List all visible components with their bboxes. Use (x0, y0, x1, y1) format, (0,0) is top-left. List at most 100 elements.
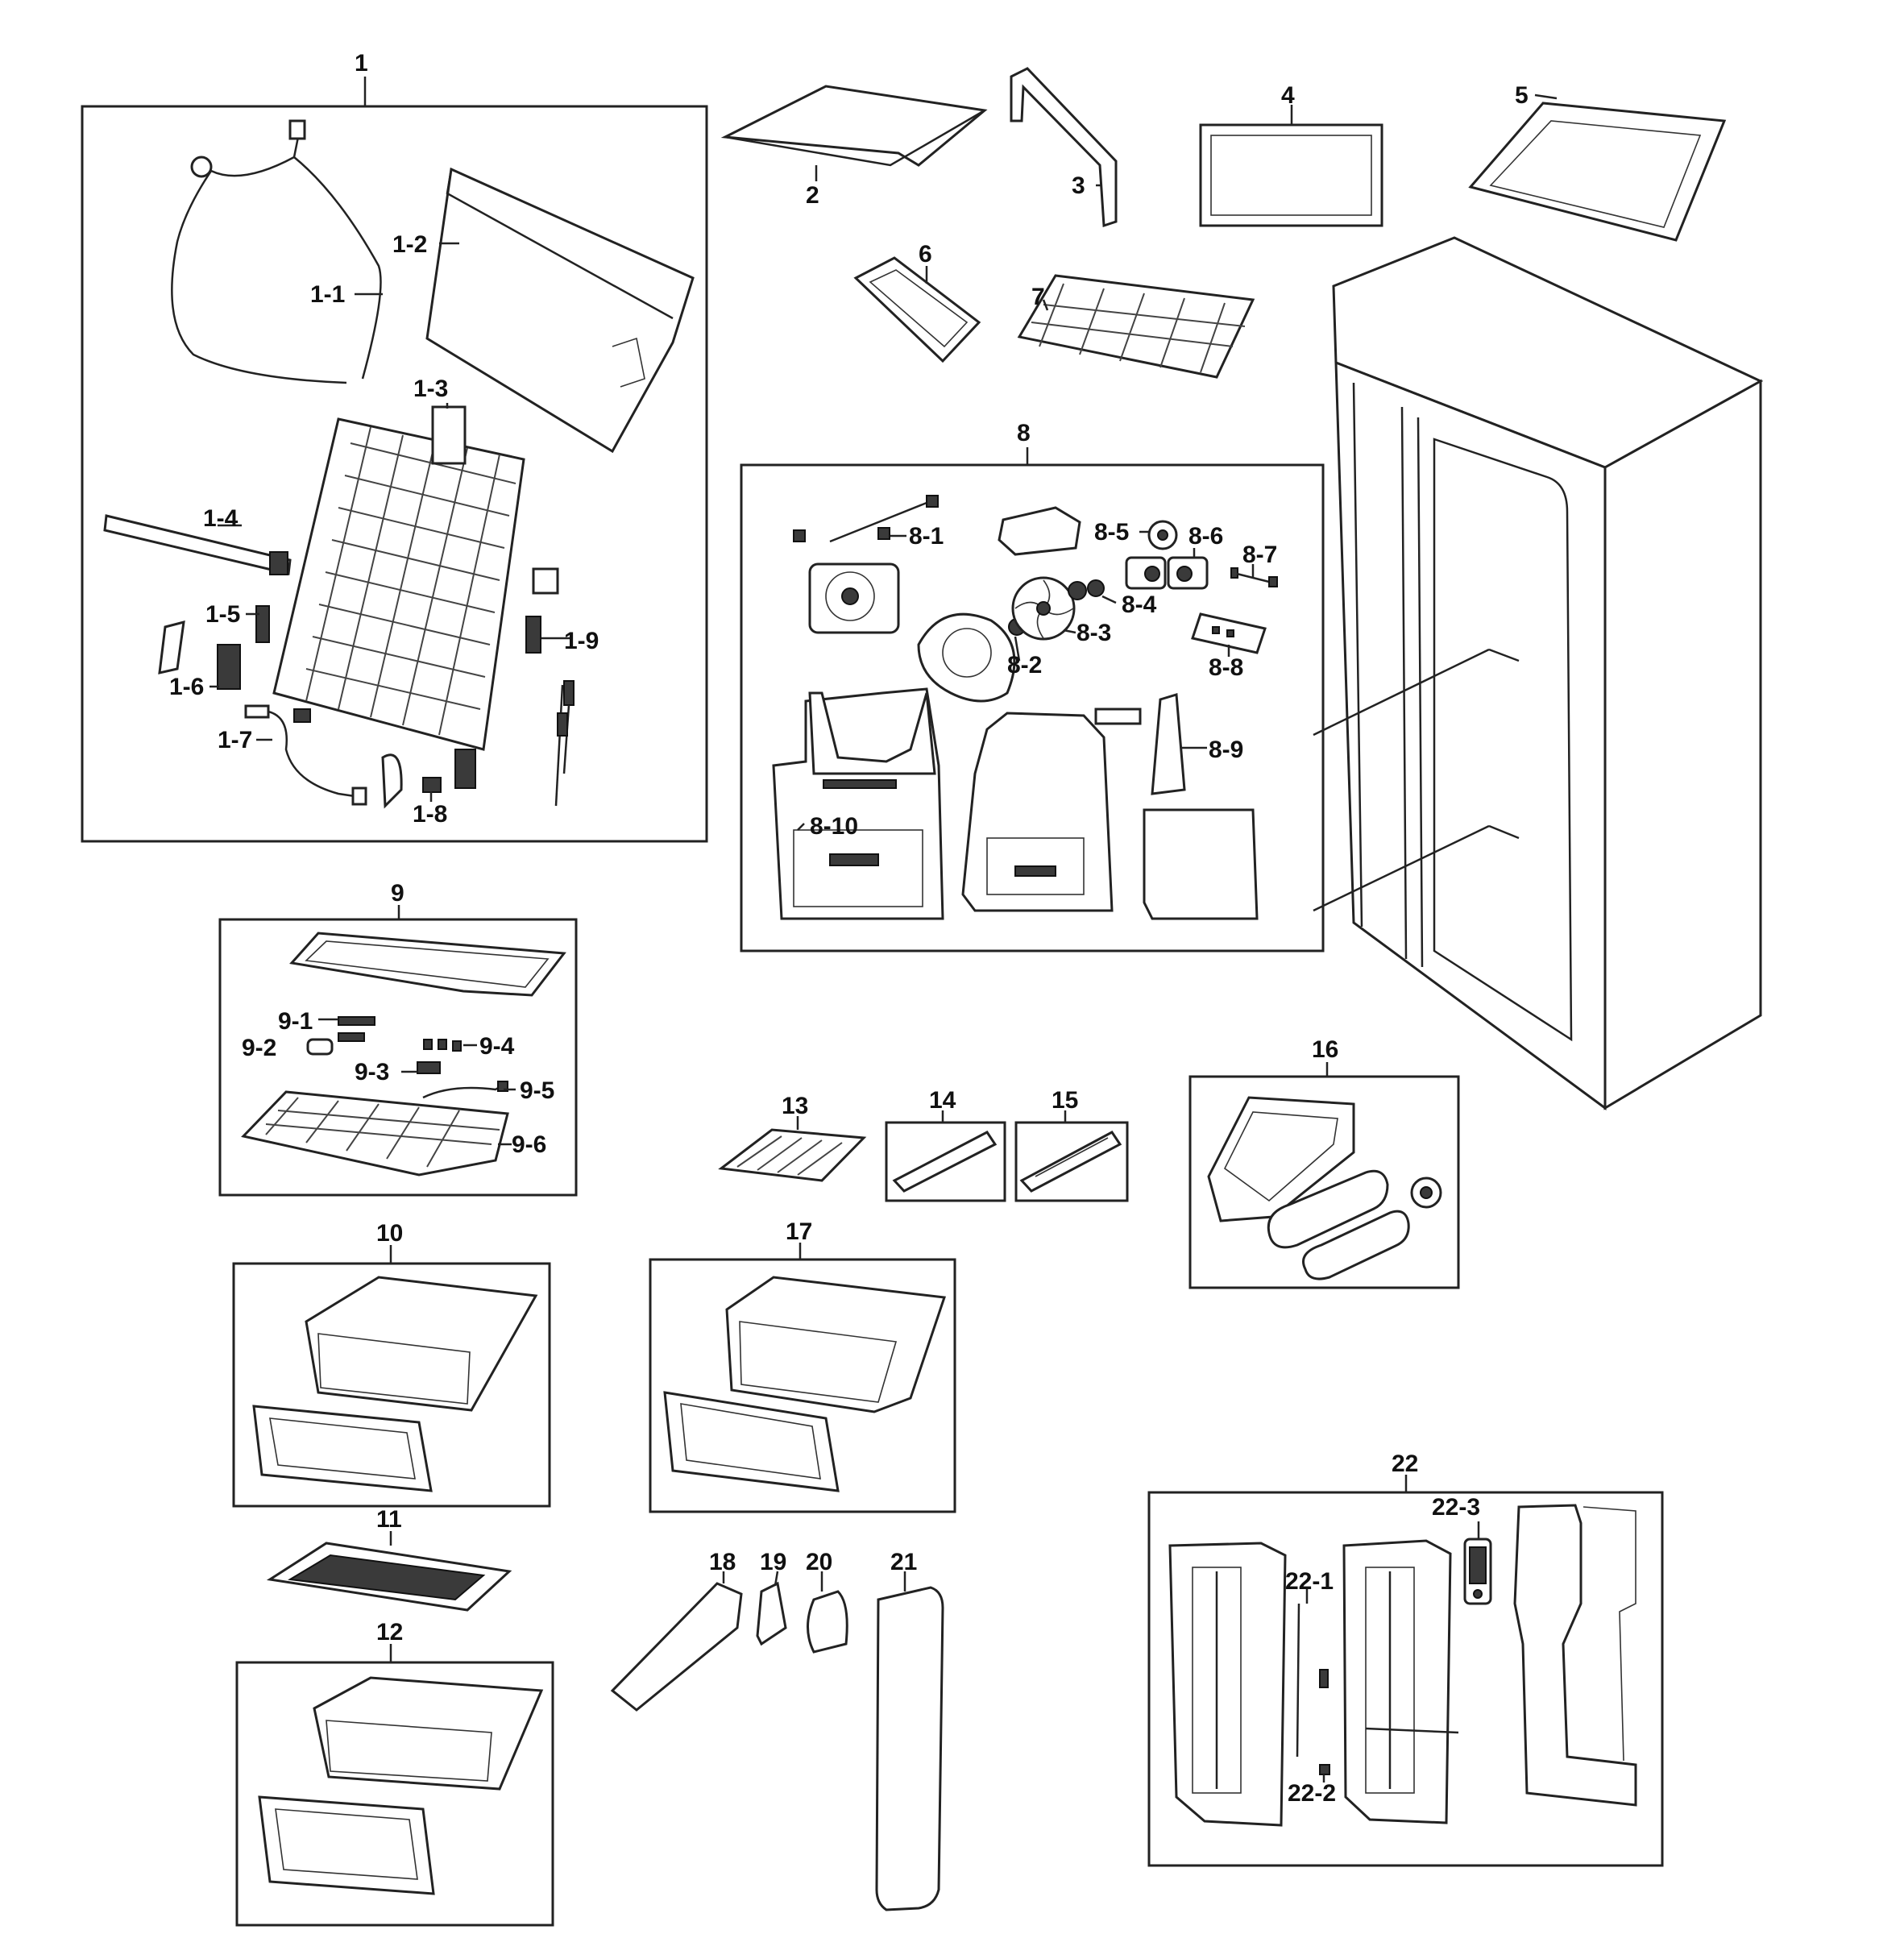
label-4: 4 (1281, 82, 1295, 109)
label-1-2: 1-2 (392, 231, 427, 258)
part-1-7-wire-harness (244, 704, 367, 806)
label-13: 13 (782, 1093, 808, 1119)
part-7-wire-basket: 7 (1017, 274, 1255, 379)
label-7: 7 (1031, 284, 1045, 310)
part-16-filter-housing (1207, 1096, 1355, 1222)
part-8-8-pcb (1191, 612, 1267, 654)
group-16-box (1188, 1075, 1460, 1289)
label-1-1: 1-1 (310, 281, 345, 308)
label-9-5: 9-5 (520, 1077, 554, 1104)
label-8-5: 8-5 (1094, 519, 1129, 546)
label-1-9: 1-9 (564, 628, 599, 654)
part-2-shelf: 2 (720, 85, 988, 209)
group-9-shelf-assembly: 9 9-1 9-2 9-3 9-4 9-5 9-6 (218, 880, 578, 1197)
label-8-9: 8-9 (1209, 737, 1243, 763)
label-22: 22 (1392, 1450, 1418, 1477)
label-8-8: 8-8 (1209, 654, 1243, 681)
part-5-shelf: 5 (1468, 82, 1727, 242)
part-9-3-part (417, 1061, 441, 1074)
label-12: 12 (376, 1619, 403, 1646)
label-1-8: 1-8 (413, 801, 447, 828)
label-19: 19 (760, 1549, 786, 1575)
label-11: 11 (376, 1506, 402, 1533)
part-9-1-part (338, 1016, 375, 1026)
refrigerator-cabinet (1313, 236, 1764, 1110)
group-8-duct-assembly: 8 8-1 8-2 (740, 420, 1325, 952)
label-9-3: 9-3 (355, 1059, 389, 1085)
part-22-3-control (1463, 1538, 1492, 1605)
part-1-9-sensors (525, 567, 575, 807)
label-9-6: 9-6 (512, 1131, 546, 1158)
part-1-4-sensor (103, 514, 292, 575)
group-12-drawer: 12 (235, 1619, 554, 1927)
label-1-5: 1-5 (205, 601, 240, 628)
part-8-1-wire (793, 495, 939, 543)
part-18-cover: 18 (610, 1549, 743, 1712)
part-22-liner-panel (1513, 1504, 1637, 1807)
part-8-duct-right (1143, 808, 1259, 920)
part-8-3-fan-blade (1011, 576, 1076, 641)
part-6-cover: 6 (853, 241, 981, 363)
part-12-drawer-front (258, 1795, 435, 1895)
part-1-3-evaporator (272, 405, 525, 751)
part-8-6-damper (1125, 556, 1209, 590)
label-8-7: 8-7 (1242, 542, 1277, 568)
label-14: 14 (929, 1087, 956, 1114)
group-1-evaporator-assembly: 1 1-1 1-2 1-3 1- (81, 50, 708, 843)
label-9-1: 9-1 (278, 1008, 313, 1035)
part-15-rail: 15 (1014, 1087, 1129, 1202)
label-8-6: 8-6 (1188, 523, 1223, 550)
part-9-4-part (423, 1039, 462, 1052)
label-9: 9 (391, 880, 404, 907)
label-8-4: 8-4 (1122, 591, 1157, 618)
part-22-right-liner (1342, 1539, 1459, 1824)
label-1-3: 1-3 (413, 376, 448, 402)
label-9-2: 9-2 (242, 1035, 276, 1061)
part-10-drawer-bin (305, 1276, 538, 1412)
part-1-2-evaporator-cover (425, 167, 695, 454)
label-8: 8 (1017, 420, 1031, 446)
part-8-7-sensor (1230, 567, 1278, 587)
part-1-5-bracket (255, 605, 270, 643)
part-13-cover: 13 (718, 1093, 867, 1182)
group-10-drawer: 10 (232, 1220, 551, 1508)
label-22-3: 22-3 (1432, 1494, 1480, 1521)
part-1-8-clips (381, 749, 476, 809)
label-1: 1 (355, 50, 368, 77)
label-5: 5 (1515, 82, 1529, 109)
part-19-cap: 19 (756, 1549, 787, 1646)
part-8-10-duct-panel (772, 687, 944, 920)
label-8-3: 8-3 (1076, 620, 1111, 646)
part-8-duct-center (961, 712, 1114, 912)
group-17-box (649, 1258, 956, 1513)
part-14-rail: 14 (885, 1087, 1006, 1202)
part-22-left-liner (1168, 1542, 1287, 1827)
label-22-2: 22-2 (1288, 1780, 1336, 1807)
part-3-shelf-frame: 3 (1010, 67, 1118, 228)
part-8-5-motor (1147, 520, 1178, 550)
label-8-1: 8-1 (909, 523, 944, 550)
label-21: 21 (890, 1549, 917, 1575)
part-8-vent-cover (998, 506, 1081, 556)
part-12-drawer-bin (313, 1676, 544, 1791)
label-10: 10 (376, 1220, 403, 1247)
part-10-drawer-front (252, 1405, 433, 1492)
label-1-6: 1-6 (169, 674, 204, 700)
part-9-5-wire (422, 1081, 508, 1099)
group-1-box (81, 105, 708, 843)
label-2: 2 (806, 182, 819, 209)
part-1-6-thermal-fuse (158, 620, 241, 690)
part-20-cap: 20 (806, 1549, 848, 1654)
label-8-10: 8-10 (810, 813, 858, 840)
group-17-drawer: 17 (649, 1218, 956, 1513)
part-8-9-seal (1094, 693, 1186, 795)
group-22-liner: 22 22-1 22-2 22-3 (1147, 1450, 1664, 1867)
part-17-drawer-bin (725, 1276, 947, 1413)
group-16-water-filter: 16 (1188, 1036, 1460, 1289)
part-16-filter-cartridge (1267, 1169, 1442, 1280)
label-8-2: 8-2 (1007, 652, 1042, 679)
label-20: 20 (806, 1549, 832, 1575)
part-21-panel: 21 (875, 1549, 944, 1911)
part-4-glass-shelf: 4 (1199, 82, 1383, 227)
